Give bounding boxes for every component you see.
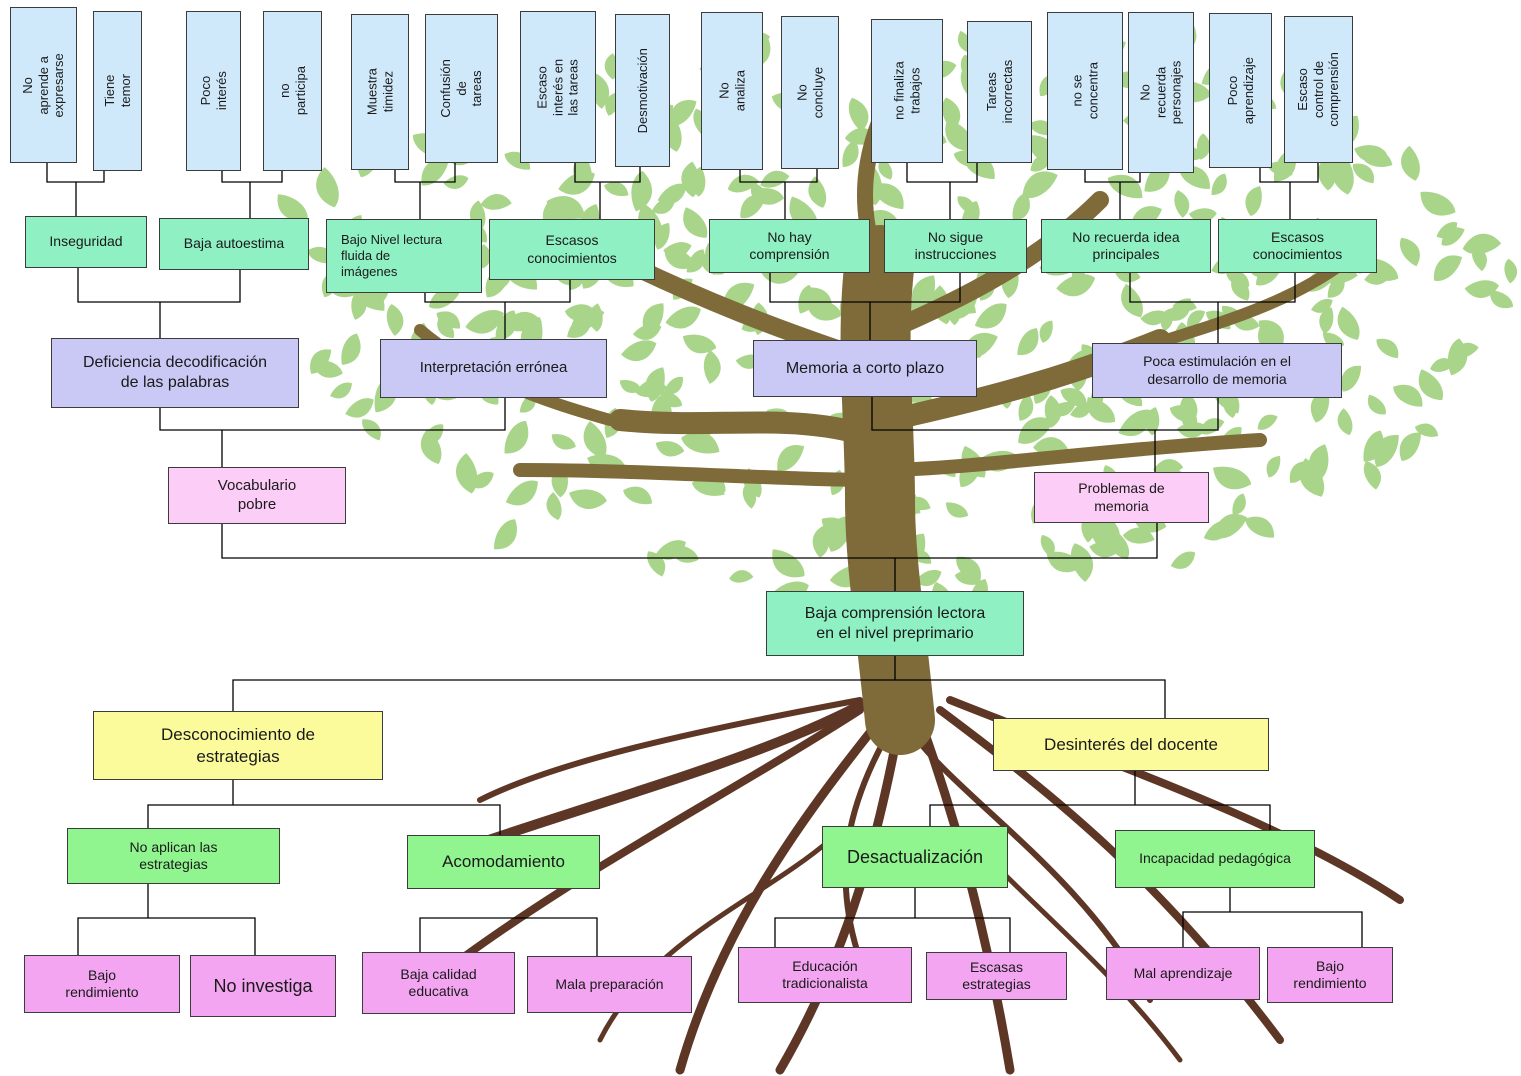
cause-box: Desinterés del docente bbox=[993, 718, 1269, 771]
root-box: Mal aprendizaje bbox=[1106, 947, 1260, 1000]
root-box: Educación tradicionalista bbox=[738, 947, 912, 1003]
effect-box: No recuerda personajes bbox=[1128, 12, 1194, 173]
level1-box: Bajo Nivel lectura fluida de imágenes bbox=[326, 219, 482, 293]
root-box: No investiga bbox=[190, 955, 336, 1017]
effect-box: No analiza bbox=[701, 12, 763, 170]
effect-box: Confusión de tareas bbox=[425, 14, 498, 163]
level3-box: Problemas de memoria bbox=[1034, 472, 1209, 523]
effect-box: Muestra timidez bbox=[351, 14, 409, 170]
level2-box: Interpretación errónea bbox=[380, 339, 607, 398]
effect-box: Poco interés bbox=[186, 11, 241, 171]
level1-box: Inseguridad bbox=[25, 216, 147, 268]
effect-box: Poco aprendizaje bbox=[1209, 13, 1272, 168]
effect-box: Tareas incorrectas bbox=[967, 21, 1032, 163]
effect-box: Tiene temor bbox=[93, 11, 142, 171]
subcause-box: Desactualización bbox=[822, 826, 1008, 888]
effect-box: Escaso interés en las tareas bbox=[520, 11, 596, 163]
root-box: Escasas estrategias bbox=[926, 952, 1067, 1000]
effect-box: no finaliza trabajos bbox=[871, 19, 943, 163]
cause-box: Desconocimiento de estrategias bbox=[93, 711, 383, 780]
central-problem-box: Baja comprensión lectora en el nivel pre… bbox=[766, 591, 1024, 656]
effect-box: Desmotivación bbox=[615, 14, 670, 167]
root-box: Baja calidad educativa bbox=[362, 952, 515, 1014]
subcause-box: No aplican las estrategias bbox=[67, 828, 280, 884]
level1-box: No hay comprensión bbox=[709, 219, 870, 273]
effect-box: Escaso control de comprensión bbox=[1284, 16, 1353, 163]
root-box: Bajo rendimiento bbox=[24, 955, 180, 1013]
level1-box: Escasos conocimientos bbox=[1218, 219, 1377, 273]
effect-box: No concluye bbox=[781, 16, 839, 169]
level1-box: No sigue instrucciones bbox=[884, 219, 1027, 273]
level3-box: Vocabulario pobre bbox=[168, 467, 346, 524]
level1-box: Escasos conocimientos bbox=[489, 219, 655, 280]
subcause-box: Acomodamiento bbox=[407, 835, 600, 889]
level2-box: Memoria a corto plazo bbox=[753, 340, 977, 397]
level1-box: No recuerda idea principales bbox=[1041, 219, 1211, 273]
root-box: Mala preparación bbox=[527, 956, 692, 1013]
effect-box: no participa bbox=[263, 11, 322, 171]
subcause-box: Incapacidad pedagógica bbox=[1115, 830, 1315, 888]
level1-box: Baja autoestima bbox=[159, 218, 309, 270]
effect-box: no se concentra bbox=[1047, 12, 1123, 170]
root-box: Bajo rendimiento bbox=[1267, 947, 1393, 1003]
level2-box: Poca estimulación en el desarrollo de me… bbox=[1092, 343, 1342, 398]
effect-box: No aprende a expresarse bbox=[10, 7, 77, 163]
level2-box: Deficiencia decodificación de las palabr… bbox=[51, 338, 299, 408]
